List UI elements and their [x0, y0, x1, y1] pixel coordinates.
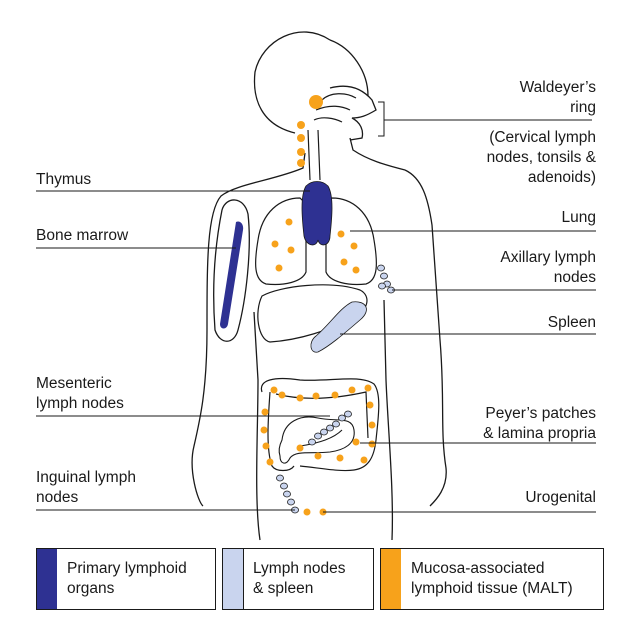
mesenteric-nodes	[308, 410, 352, 446]
thymus	[301, 181, 333, 246]
inguinal-nodes	[276, 474, 299, 514]
label-lung: Lung	[561, 209, 596, 226]
throat-passage	[307, 93, 357, 181]
label-spleen: Spleen	[547, 314, 596, 331]
spleen	[310, 301, 367, 353]
legend-malt-swatch	[381, 549, 401, 609]
legend-malt: Mucosa-associated lymphoid tissue (MALT)	[380, 548, 604, 610]
legend-nodes: Lymph nodes & spleen	[222, 548, 374, 610]
label-bone-marrow: Bone marrow	[36, 227, 129, 244]
label-waldeyers-detail: (Cervical lymph nodes, tonsils & adenoid…	[486, 129, 596, 186]
legend-primary-swatch	[37, 549, 57, 609]
label-axillary-nodes: Axillary lymph nodes	[500, 249, 596, 286]
head-profile	[329, 85, 377, 141]
label-peyers-patches: Peyer’s patches & lamina propria	[483, 405, 596, 442]
malt-dots	[260, 95, 376, 516]
small-intestine	[278, 416, 355, 464]
label-waldeyers-ring: Waldeyer’s ring	[519, 79, 596, 116]
arm-inner-left	[213, 199, 250, 342]
label-inguinal-nodes: Inguinal lymph nodes	[36, 469, 136, 506]
label-mesenteric-nodes: Mesenteric lymph nodes	[36, 375, 124, 412]
legend-nodes-label: Lymph nodes & spleen	[253, 560, 346, 597]
body-outline	[191, 31, 447, 541]
legend-primary: Primary lymphoid organs	[36, 548, 216, 610]
leader-lines	[36, 101, 596, 513]
bone-marrow	[220, 221, 244, 329]
label-thymus: Thymus	[36, 171, 92, 188]
legend-nodes-swatch	[223, 549, 244, 609]
lung-right-outline	[325, 197, 377, 286]
legend-primary-label: Primary lymphoid organs	[67, 560, 187, 597]
label-urogenital: Urogenital	[525, 489, 596, 506]
legend-malt-label: Mucosa-associated lymphoid tissue (MALT)	[411, 560, 573, 597]
axillary-nodes	[377, 264, 395, 294]
lung-left-outline	[255, 197, 307, 286]
